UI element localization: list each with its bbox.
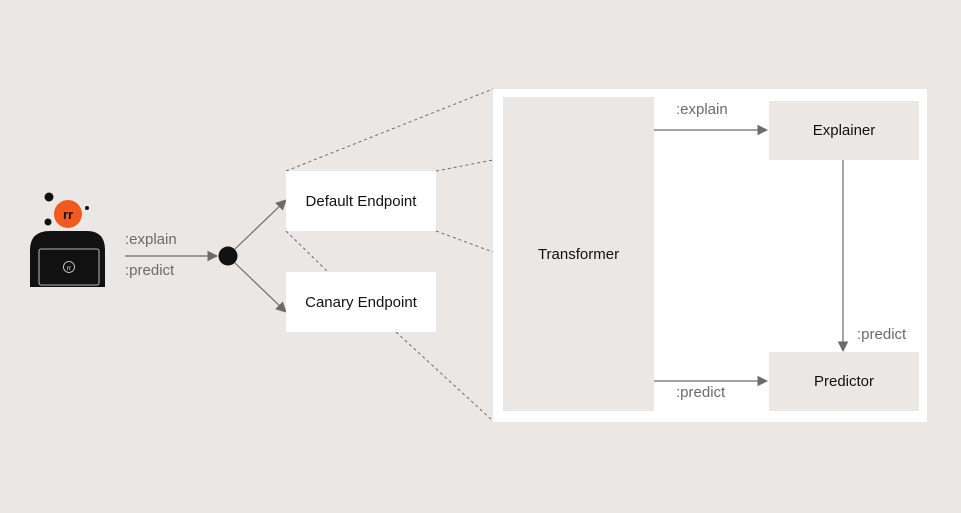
- laptop-logo-icon: [63, 261, 75, 273]
- predictor-label: Predictor: [813, 373, 875, 390]
- default-endpoint-label: Default Endpoint: [305, 192, 417, 210]
- route-canary-arrow: [234, 262, 287, 313]
- client-predict-label: :predict: [125, 262, 175, 279]
- zoom-guide-lines: [285, 88, 494, 422]
- route-default-arrow: [234, 199, 287, 250]
- canary-endpoint-box: Canary Endpoint: [286, 272, 436, 332]
- transformer-predict-label: :predict: [676, 384, 726, 401]
- user-figure: rr rr: [30, 192, 105, 287]
- transformer-explain-label: :explain: [676, 101, 728, 118]
- router-node: [218, 246, 238, 266]
- decorative-dot-icon: [85, 206, 89, 210]
- user-avatar-icon: [54, 200, 82, 228]
- canary-endpoint-label: Canary Endpoint: [305, 293, 417, 311]
- decorative-dot-icon: [44, 192, 54, 202]
- default-endpoint-box: Default Endpoint: [286, 171, 436, 231]
- transformer-label: Transformer: [537, 245, 620, 263]
- laptop-logo-initials: rr: [67, 265, 72, 272]
- predictor-box: Predictor: [769, 352, 919, 411]
- client-explain-label: :explain: [125, 231, 177, 248]
- decorative-dot-icon: [44, 218, 52, 226]
- user-avatar-initials: rr: [63, 207, 73, 222]
- explainer-box: Explainer: [769, 101, 919, 160]
- transformer-box: Transformer: [503, 97, 654, 411]
- laptop-icon: [38, 248, 100, 286]
- explainer-predict-label: :predict: [857, 326, 907, 343]
- explainer-label: Explainer: [812, 122, 876, 139]
